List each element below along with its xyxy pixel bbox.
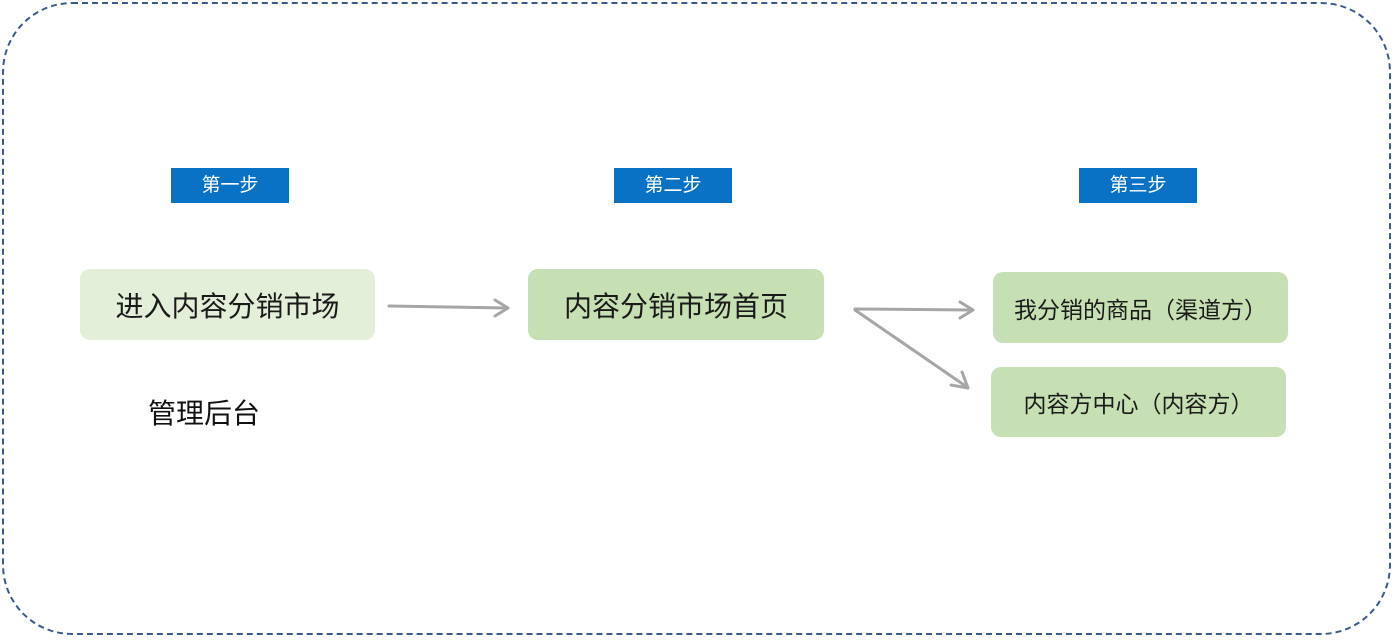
enter-market-node: 进入内容分销市场 [80,269,375,340]
step-1-badge: 第一步 [171,168,289,203]
step-2-badge: 第二步 [614,168,732,203]
market-home-node: 内容分销市场首页 [528,269,824,340]
my-products-node: 我分销的商品（渠道方） [993,272,1288,343]
admin-backend-label: 管理后台 [148,397,261,430]
step-3-badge: 第三步 [1079,168,1197,203]
content-center-node: 内容方中心（内容方） [991,367,1286,437]
